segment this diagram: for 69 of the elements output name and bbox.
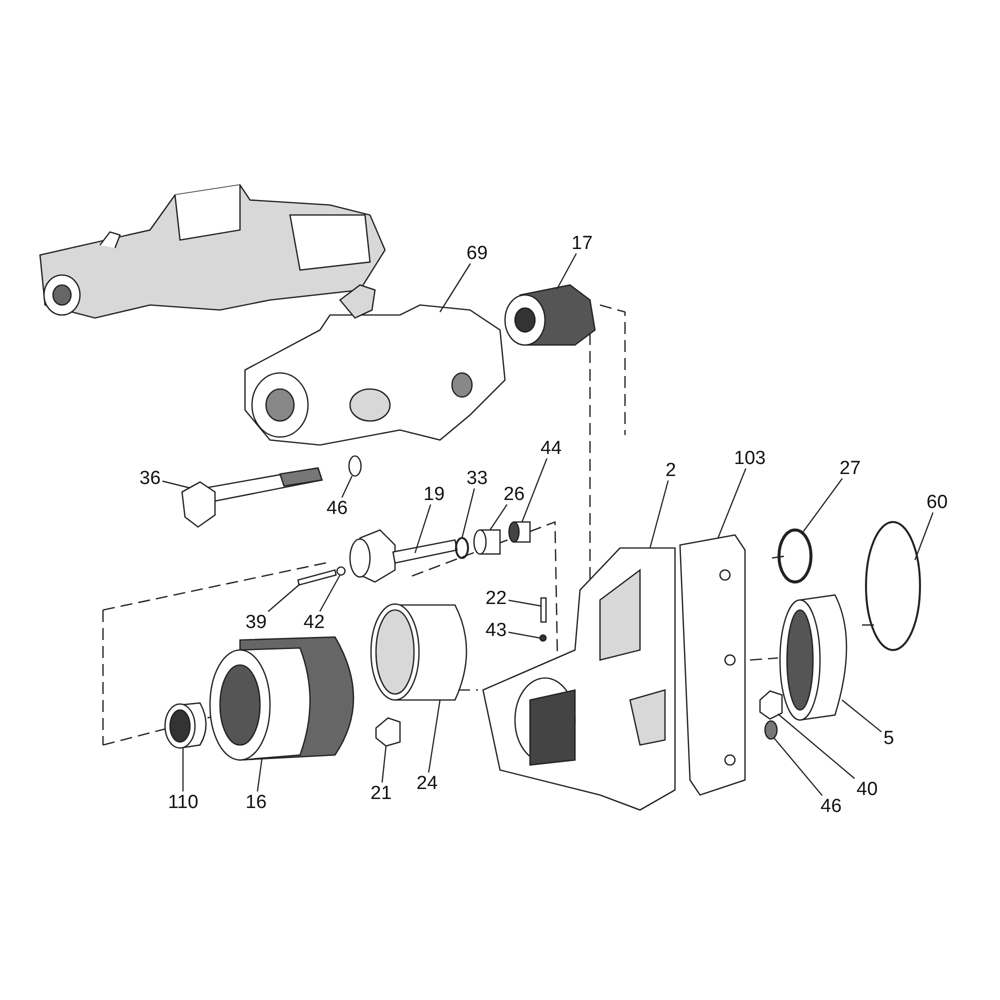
callout-number: 43 xyxy=(484,620,509,640)
gear-drawing xyxy=(209,636,354,761)
leader-line xyxy=(440,263,471,312)
screw-drawing xyxy=(540,597,547,623)
bearing-drawing xyxy=(779,594,848,721)
bolt-drawing xyxy=(181,467,323,528)
pump-housing-drawing xyxy=(482,547,676,811)
leader-line xyxy=(508,632,540,639)
piston-drawing xyxy=(349,529,458,583)
callout-number: 16 xyxy=(244,792,269,812)
leader-line xyxy=(802,478,843,532)
callout-number: 19 xyxy=(422,484,447,504)
leader-line xyxy=(649,480,669,548)
leader-line xyxy=(256,758,263,792)
seal-ring-drawing xyxy=(865,521,921,651)
callout-number: 27 xyxy=(838,458,863,478)
washer-drawing xyxy=(348,455,362,477)
leader-line xyxy=(182,747,184,792)
bushing-drawing xyxy=(473,529,501,555)
seal-ring-drawing xyxy=(455,537,469,559)
sleeve-drawing xyxy=(370,603,468,701)
gasket-drawing xyxy=(679,534,746,796)
pin-drawing xyxy=(297,569,337,586)
callout-number: 46 xyxy=(818,796,844,816)
ball-drawing xyxy=(539,634,547,642)
callout-number: 2 xyxy=(664,460,678,480)
valve-housing-drawing xyxy=(244,284,506,446)
callout-number: 60 xyxy=(924,492,950,512)
leader-line xyxy=(842,700,882,732)
leader-line xyxy=(774,738,823,796)
leader-line xyxy=(341,476,353,498)
leader-line xyxy=(319,574,341,612)
leader-line xyxy=(556,253,577,290)
leader-line xyxy=(268,584,300,612)
callout-number: 22 xyxy=(484,588,509,608)
callout-number: 17 xyxy=(570,232,595,254)
leader-line xyxy=(717,468,746,538)
nut-drawing xyxy=(759,690,783,720)
nut-drawing xyxy=(375,717,401,747)
callout-number: 40 xyxy=(854,778,880,800)
leader-line xyxy=(382,746,387,783)
callout-number: 69 xyxy=(464,242,490,264)
bushing-drawing xyxy=(508,521,531,543)
callout-number: 24 xyxy=(414,772,440,794)
washer-drawing xyxy=(764,720,778,740)
o-ring-drawing xyxy=(778,528,812,584)
callout-number: 44 xyxy=(538,438,564,458)
callout-number: 39 xyxy=(244,612,269,632)
bushing-drawing xyxy=(164,702,207,749)
callout-number: 21 xyxy=(368,782,394,804)
leader-line xyxy=(461,488,475,538)
callout-number: 103 xyxy=(732,448,768,468)
leader-line xyxy=(508,600,542,607)
callout-number: 5 xyxy=(882,728,896,748)
leader-line xyxy=(428,700,441,773)
leader-line xyxy=(162,480,190,489)
splined-sleeve-drawing xyxy=(504,284,596,346)
leader-line xyxy=(490,504,508,530)
callout-number: 36 xyxy=(138,468,163,488)
callout-number: 42 xyxy=(302,612,327,632)
callout-number: 110 xyxy=(166,792,200,812)
callout-number: 33 xyxy=(464,468,490,488)
callout-number: 46 xyxy=(324,498,350,518)
leader-line xyxy=(521,458,548,522)
leader-line xyxy=(914,512,934,560)
leader-line xyxy=(778,714,855,779)
ring-drawing xyxy=(336,566,346,576)
leader-line xyxy=(414,504,432,554)
callout-number: 26 xyxy=(502,484,527,504)
